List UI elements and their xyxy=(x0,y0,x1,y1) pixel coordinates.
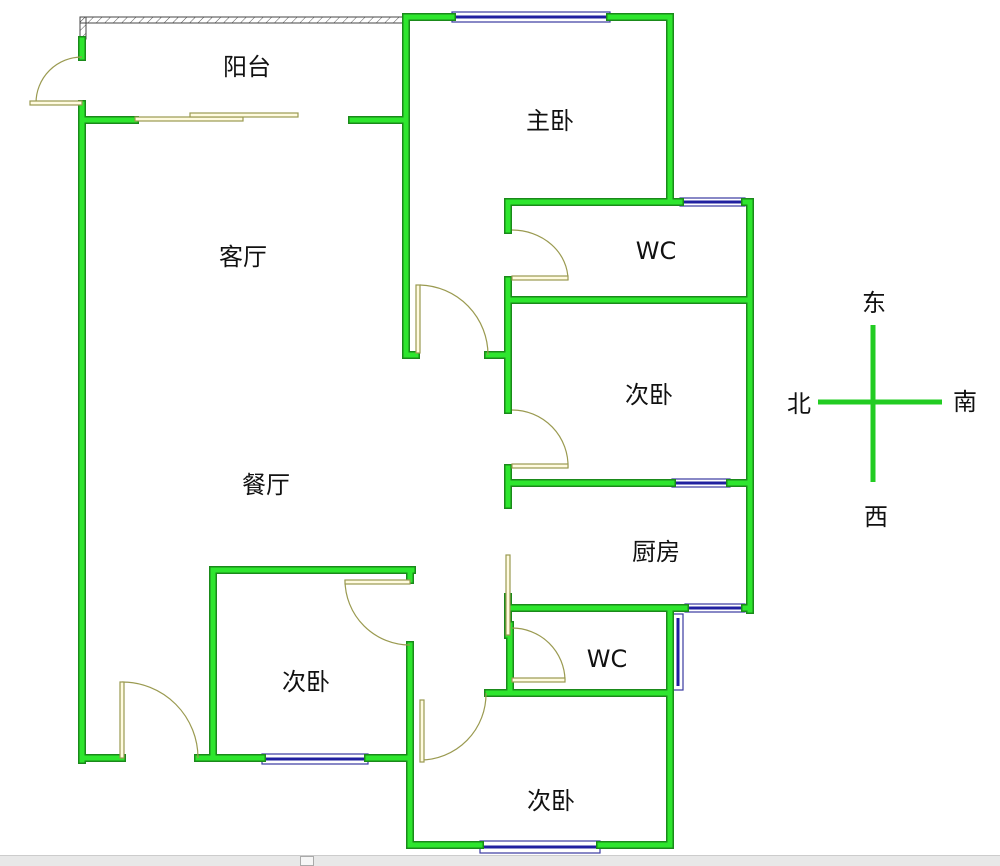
door-leaf xyxy=(511,677,566,683)
door-leaf xyxy=(511,275,569,281)
door-leaf xyxy=(415,284,421,354)
compass-south: 南 xyxy=(953,388,977,416)
door-swing-arc xyxy=(511,409,569,469)
horizontal-scrollbar[interactable] xyxy=(0,855,1000,866)
walls xyxy=(78,13,754,849)
compass: 东 西 北 南 xyxy=(787,289,977,531)
sliding-door-panel xyxy=(134,116,244,122)
balcony-parapet-side xyxy=(79,16,87,40)
door-swing-arc xyxy=(419,692,487,761)
room-label-balcony: 阳台 xyxy=(223,53,271,81)
door-leaf xyxy=(119,681,125,759)
door-swing-arc xyxy=(419,284,489,356)
door-swing-arc xyxy=(344,579,411,646)
doors xyxy=(29,56,569,763)
door-leaf xyxy=(29,100,83,106)
room-label-living-room: 客厅 xyxy=(219,243,267,271)
door-leaf xyxy=(511,463,569,469)
door-leaf xyxy=(505,554,511,636)
sliding-door-panel xyxy=(189,112,299,118)
door-swing-arc xyxy=(511,627,566,681)
room-label-wc-lower: WC xyxy=(587,645,628,673)
door-swing-arc xyxy=(121,681,199,759)
door-leaf xyxy=(419,699,425,763)
room-label-wc-upper: WC xyxy=(636,237,677,265)
balcony-parapet xyxy=(79,16,407,24)
compass-north: 北 xyxy=(787,390,811,418)
compass-west: 西 xyxy=(864,503,888,531)
room-label-bedroom-middle: 次卧 xyxy=(625,381,673,409)
door-swing-arc xyxy=(35,56,83,104)
room-label-bedroom-left: 次卧 xyxy=(282,668,330,696)
compass-east: 东 xyxy=(862,289,886,317)
door-swing-arc xyxy=(511,229,569,281)
room-label-dining-room: 餐厅 xyxy=(242,471,290,499)
room-label-kitchen: 厨房 xyxy=(632,538,680,566)
room-label-master-bedroom: 主卧 xyxy=(526,107,574,135)
room-label-bedroom-bottom: 次卧 xyxy=(527,787,575,815)
door-leaf xyxy=(344,579,411,585)
